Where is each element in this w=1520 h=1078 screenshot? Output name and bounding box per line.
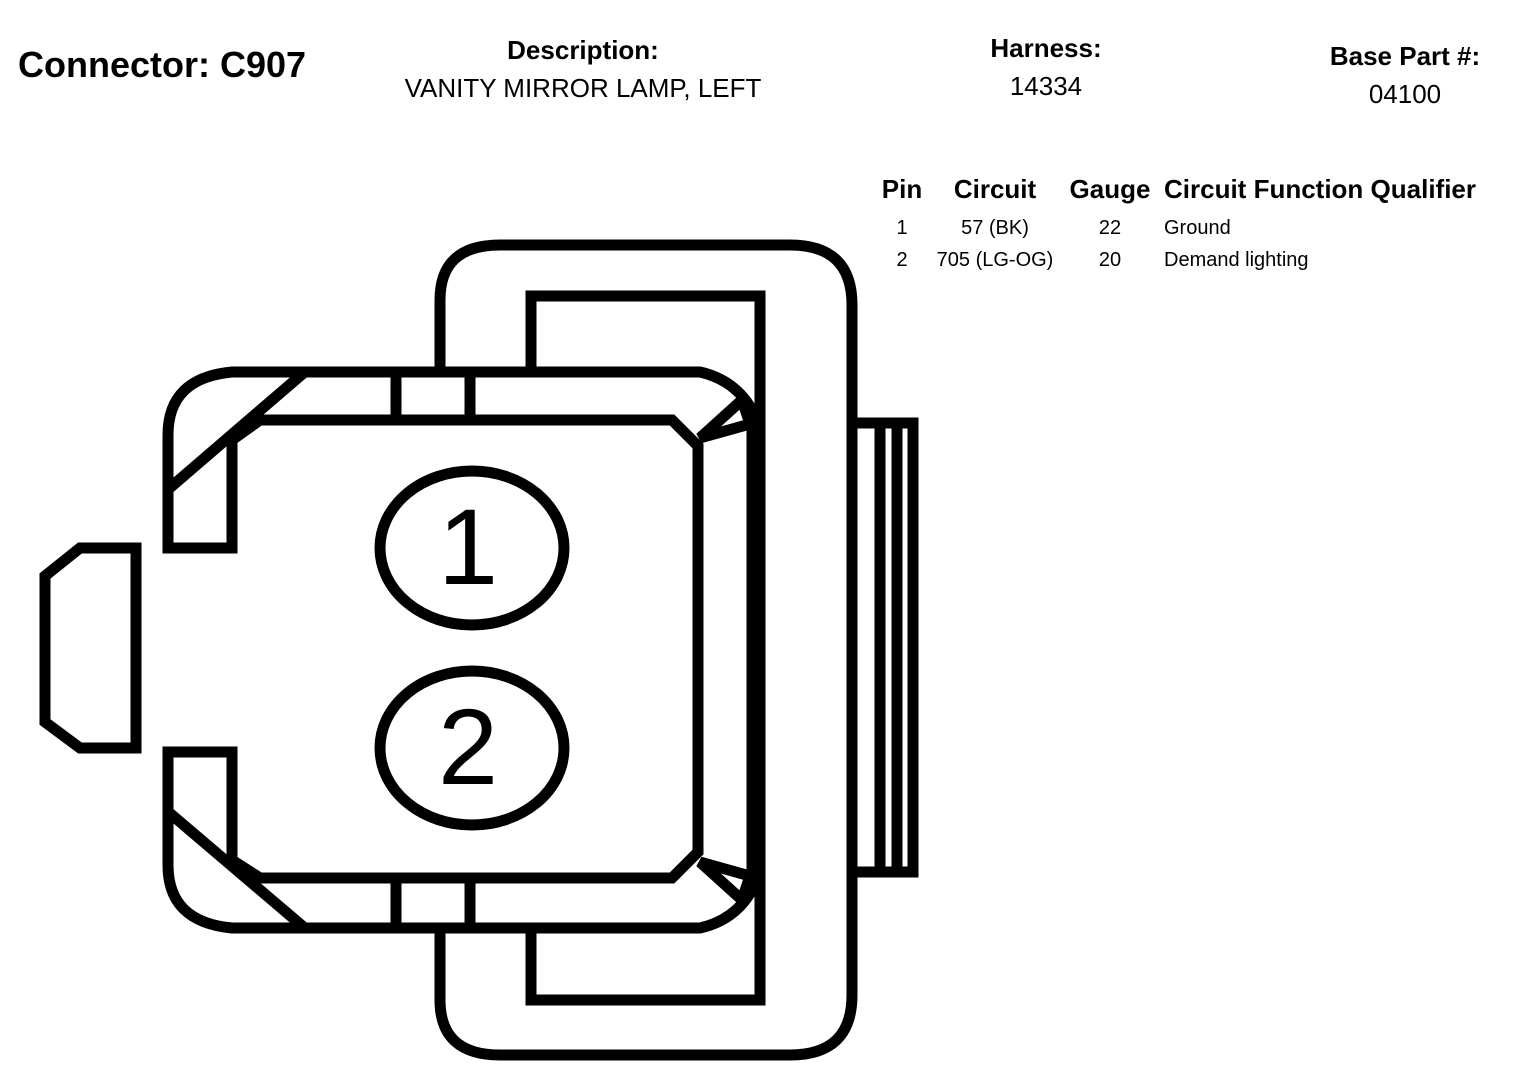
latch-inner [525,290,766,1006]
base-part-value: 04100 [1368,79,1442,109]
pin-gauge: 20 [1098,249,1122,271]
pin-table-header: Pin Circuit Gauge Circuit Function Quali… [876,172,1476,212]
bottom-slot [390,876,476,930]
harness-value: 14334 [1009,71,1083,101]
harness-label: Harness: [990,33,1102,63]
pin-circuit: 57 (BK) [961,217,1029,239]
description-value: VANITY MIRROR LAMP, LEFT [404,73,762,103]
pin-number: 2 [896,249,908,271]
pin-circuit: 705 (LG-OG) [936,249,1054,271]
pin-cavity-1 [374,465,570,631]
pin-table: Pin Circuit Gauge Circuit Function Quali… [876,172,1476,276]
base-part-block: Base Part #: 04100 [1305,38,1505,114]
pin-number: 1 [896,217,908,239]
connector-title: Connector: C907 [18,44,307,85]
connector-body [162,366,758,934]
chamfer-bottom-left [164,807,308,932]
column-header-function: Circuit Function Qualifier [1164,174,1477,204]
description-block: Description: VANITY MIRROR LAMP, LEFT [383,32,783,108]
lock-triangle-top [696,390,758,444]
column-header-gauge: Gauge [1069,174,1151,204]
pin-function: Ground [1164,217,1231,239]
pin-function: Demand lighting [1164,249,1309,271]
pin-cavity-2 [374,665,570,831]
left-key-tab [39,542,142,754]
right-tab [854,417,919,878]
pin-label-1: 1 [438,486,498,607]
lock-triangle-bottom [696,856,758,910]
pin-gauge: 22 [1098,217,1122,239]
chamfer-top-left [164,368,308,494]
harness-block: Harness: 14334 [946,30,1146,106]
base-part-label: Base Part #: [1329,41,1481,71]
column-header-circuit: Circuit [953,174,1037,204]
description-label: Description: [507,35,659,65]
pin-label-2: 2 [438,686,498,807]
top-slot [390,370,476,424]
table-row: 1 57 (BK) 22 Ground [876,212,1476,244]
column-header-pin: Pin [881,174,923,204]
latch-outer [434,239,858,1061]
table-row: 2 705 (LG-OG) 20 Demand lighting [876,244,1476,276]
